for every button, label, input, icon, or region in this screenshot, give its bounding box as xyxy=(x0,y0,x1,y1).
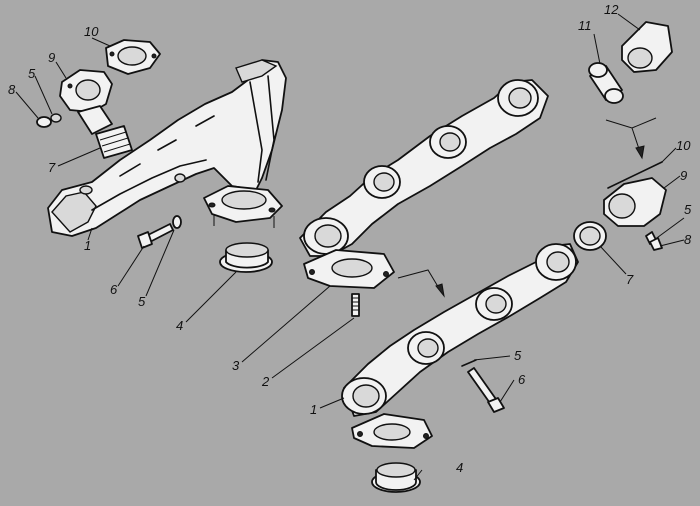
label-1-lower: 1 xyxy=(310,402,317,417)
label-6-lower: 6 xyxy=(518,372,526,387)
ring-7-top-left xyxy=(95,125,133,159)
manifold-lower-right xyxy=(341,243,579,449)
manifold-left xyxy=(47,59,287,237)
label-4-lower: 4 xyxy=(456,460,463,475)
label-12: 12 xyxy=(604,2,619,17)
bolt-6-left xyxy=(137,215,182,249)
label-9-right: 9 xyxy=(680,168,687,183)
part-12-pipe-end xyxy=(621,21,673,73)
label-10-top: 10 xyxy=(84,24,99,39)
assembly-arrow-center xyxy=(397,269,445,298)
label-8-top: 8 xyxy=(8,82,16,97)
label-10-right: 10 xyxy=(676,138,691,153)
label-7-right: 7 xyxy=(626,272,634,287)
leader-lines xyxy=(15,13,685,481)
assembly-arrow-right xyxy=(605,117,657,160)
label-6-left: 6 xyxy=(110,282,118,297)
label-2: 2 xyxy=(261,374,270,389)
label-9-top: 9 xyxy=(48,50,55,65)
flange-9-top xyxy=(59,69,113,135)
part-number-labels: 10 9 5 8 7 1 6 5 4 3 2 1 4 5 6 7 10 9 5 … xyxy=(8,2,692,475)
label-11: 11 xyxy=(578,18,592,33)
label-7-top: 7 xyxy=(48,160,56,175)
gasket-10-right xyxy=(607,161,663,189)
label-8-right: 8 xyxy=(684,232,692,247)
stud-2 xyxy=(351,293,360,317)
label-1-left: 1 xyxy=(84,238,91,253)
gasket-10-top xyxy=(105,39,161,75)
nut-washer-top-left xyxy=(36,113,62,128)
ring-7-right xyxy=(573,221,607,251)
label-4-left: 4 xyxy=(176,318,183,333)
label-3: 3 xyxy=(232,358,240,373)
ring-4-lower xyxy=(371,462,421,493)
label-5-left: 5 xyxy=(138,294,146,309)
nut-washer-right xyxy=(645,231,663,251)
flange-9-right xyxy=(603,177,667,227)
ring-4-left xyxy=(219,242,273,273)
label-5-top: 5 xyxy=(28,66,36,81)
bolt-6-lower xyxy=(461,359,505,413)
label-5-right: 5 xyxy=(684,202,692,217)
sleeve-11 xyxy=(588,62,624,104)
manifold-center xyxy=(299,79,549,289)
label-5-lower: 5 xyxy=(514,348,522,363)
